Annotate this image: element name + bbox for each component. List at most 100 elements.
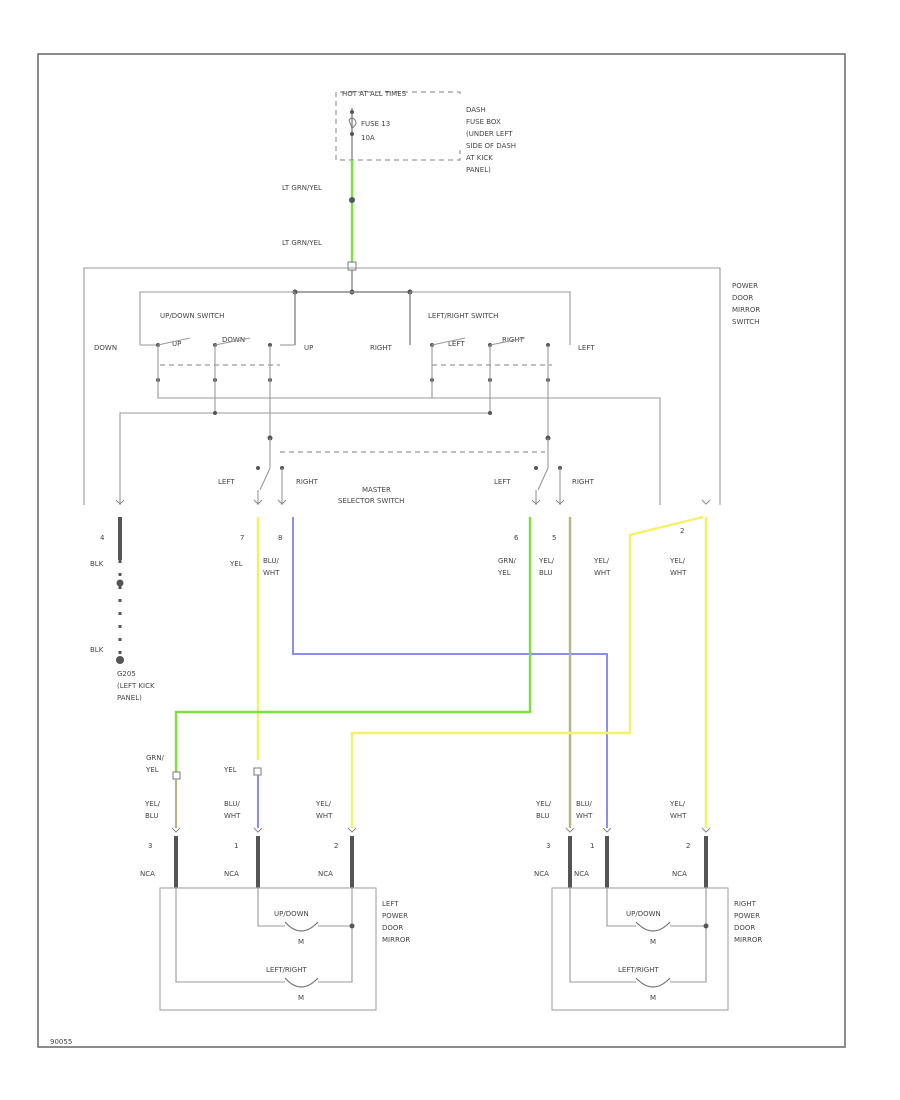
lm-nca-2: NCA <box>224 870 239 878</box>
lm-name-4: MIRROR <box>382 936 410 944</box>
wire-label-yelblu-2: BLU <box>539 569 552 577</box>
wire-label-yel: YEL <box>229 560 243 568</box>
rm-motor-2-sym: M <box>650 994 656 1002</box>
lm-nca-1: NCA <box>140 870 155 878</box>
switch-name-4: SWITCH <box>732 318 759 326</box>
selector-name-1: MASTER <box>362 486 391 494</box>
lm-motor-leftright: LEFT/RIGHT <box>266 966 307 974</box>
fuse-box-header: HOT AT ALL TIMES <box>342 90 407 98</box>
power-door-mirror-switch: POWER DOOR MIRROR SWITCH UP/DOWN SWITCH … <box>83 267 760 505</box>
diagram-id: 90055 <box>50 1038 72 1046</box>
fuse-loc-6: PANEL) <box>466 166 491 174</box>
wire-label-feed-1: LT GRN/YEL <box>282 184 322 192</box>
fuse-box: HOT AT ALL TIMES FUSE 13 10A DASH FUSE B… <box>335 90 516 174</box>
lm-name-3: DOOR <box>382 924 403 932</box>
fuse-label: FUSE 13 <box>361 120 390 128</box>
pin-4: 4 <box>100 534 105 542</box>
updown-up-small: UP <box>172 340 181 348</box>
lm-splice-grn-2: YEL <box>145 766 159 774</box>
rm-motor-leftright: LEFT/RIGHT <box>618 966 659 974</box>
fuse-loc-3: (UNDER LEFT <box>466 130 513 138</box>
wire-label-yelwht-2b: WHT <box>670 569 687 577</box>
fuse-loc-4: SIDE OF DASH <box>466 142 516 150</box>
selector-right-2: RIGHT <box>572 478 595 486</box>
wire-label-grnyel-1: GRN/ <box>498 557 517 565</box>
switch-name-1: POWER <box>732 282 758 290</box>
pin-6: 6 <box>514 534 519 542</box>
fuse-rating: 10A <box>361 134 375 142</box>
fuse-loc-1: DASH <box>466 106 486 114</box>
wire-label-blk-2: BLK <box>90 646 104 654</box>
lm-wire-1b: BLU <box>145 812 158 820</box>
lm-splice-grn-1: GRN/ <box>146 754 165 762</box>
rm-nca-3: NCA <box>672 870 687 878</box>
pin-2: 2 <box>680 527 684 535</box>
rm-name-3: DOOR <box>734 924 755 932</box>
rm-nca-1: NCA <box>534 870 549 878</box>
fuse-loc-2: FUSE BOX <box>466 118 501 126</box>
rm-name-2: POWER <box>734 912 760 920</box>
rm-pin-3: 3 <box>546 842 550 850</box>
pin-5: 5 <box>552 534 556 542</box>
fuse-loc-5: AT KICK <box>466 154 493 162</box>
diagram-frame <box>37 53 846 1048</box>
switch-name-2: DOOR <box>732 294 753 302</box>
pin-8: 8 <box>278 534 282 542</box>
lm-pin-1: 1 <box>234 842 238 850</box>
lm-wire-2a: BLU/ <box>224 800 240 808</box>
lm-name-2: POWER <box>382 912 408 920</box>
rm-wire-2b: WHT <box>576 812 593 820</box>
wire-label-feed-2: LT GRN/YEL <box>282 239 322 247</box>
right-power-door-mirror: YEL/ BLU BLU/ WHT YEL/ WHT 3 1 2 NCA NCA… <box>534 800 762 1011</box>
lm-wire-3a: YEL/ <box>315 800 332 808</box>
updown-switch-title: UP/DOWN SWITCH <box>160 312 224 320</box>
rm-name-4: MIRROR <box>734 936 762 944</box>
ground-loc-1: (LEFT KICK <box>117 682 155 690</box>
lm-wire-3b: WHT <box>316 812 333 820</box>
rm-wire-2a: BLU/ <box>576 800 592 808</box>
wire-label-yelwht-1a: YEL/ <box>593 557 610 565</box>
rm-nca-2: NCA <box>574 870 589 878</box>
wire-label-yelwht-2a: YEL/ <box>669 557 686 565</box>
wire-label-grnyel-2: YEL <box>497 569 511 577</box>
lm-pin-3: 3 <box>148 842 152 850</box>
leftright-switch-title: LEFT/RIGHT SWITCH <box>428 312 498 320</box>
rm-pin-1: 1 <box>590 842 594 850</box>
selector-left-2: LEFT <box>494 478 511 486</box>
switch-name-3: MIRROR <box>732 306 760 314</box>
lm-wire-2b: WHT <box>224 812 241 820</box>
rm-name-1: RIGHT <box>734 900 757 908</box>
wire-label-blk-1: BLK <box>90 560 104 568</box>
wire-label-yelblu-1: YEL/ <box>538 557 555 565</box>
ground-loc-2: PANEL) <box>117 694 142 702</box>
ground-id: G205 <box>117 670 136 678</box>
rm-wire-3a: YEL/ <box>669 800 686 808</box>
updown-up-label: UP <box>304 344 313 352</box>
lr-right-label: RIGHT <box>370 344 393 352</box>
lm-name-1: LEFT <box>382 900 399 908</box>
wire-label-yelwht-1b: WHT <box>594 569 611 577</box>
lm-nca-3: NCA <box>318 870 333 878</box>
updown-down-small: DOWN <box>222 336 245 344</box>
lm-pin-2: 2 <box>334 842 338 850</box>
selector-left-1: LEFT <box>218 478 235 486</box>
rm-wire-3b: WHT <box>670 812 687 820</box>
lm-wire-1a: YEL/ <box>144 800 161 808</box>
selector-name-2: SELECTOR SWITCH <box>338 497 404 505</box>
lr-left-small: LEFT <box>448 340 465 348</box>
pin-7: 7 <box>240 534 244 542</box>
fuse-icon <box>348 117 357 129</box>
rm-wire-1b: BLU <box>536 812 549 820</box>
rm-wire-1a: YEL/ <box>535 800 552 808</box>
wire-label-bluwht-2: WHT <box>263 569 280 577</box>
left-power-door-mirror: GRN/ YEL YEL YEL/ BLU BLU/ WHT YEL/ WHT … <box>140 754 410 1011</box>
lm-motor-1-sym: M <box>298 938 304 946</box>
rm-motor-updown: UP/DOWN <box>626 910 661 918</box>
lr-left-label: LEFT <box>578 344 595 352</box>
updown-down-label: DOWN <box>94 344 117 352</box>
lm-motor-2-sym: M <box>298 994 304 1002</box>
rm-motor-1-sym: M <box>650 938 656 946</box>
lm-motor-updown: UP/DOWN <box>274 910 309 918</box>
wire-label-bluwht-1: BLU/ <box>263 557 279 565</box>
